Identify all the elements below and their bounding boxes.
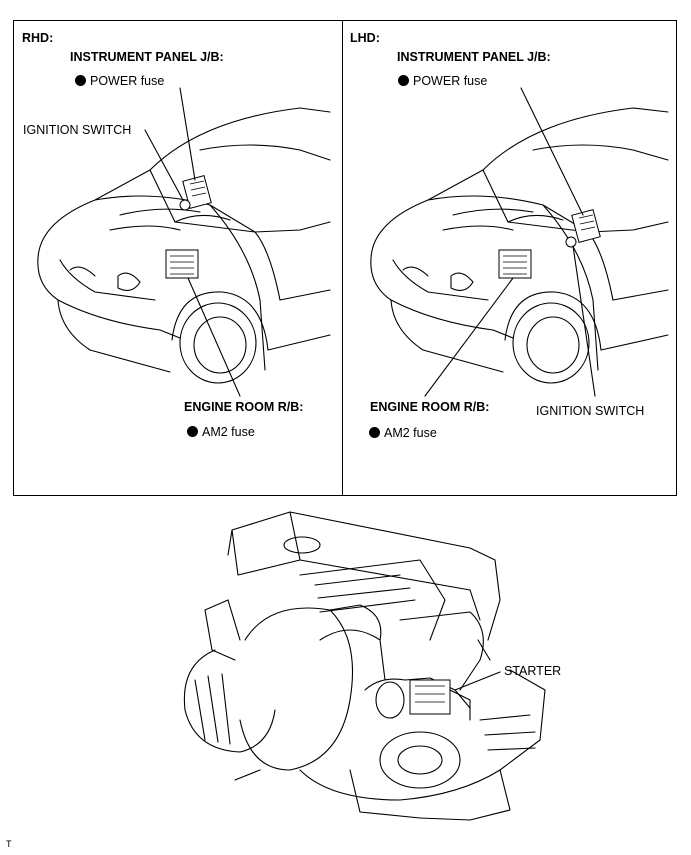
starter-label: STARTER (504, 664, 562, 678)
rhd-title: RHD: (22, 31, 54, 45)
lhd-instrument-panel-label: INSTRUMENT PANEL J/B: (397, 50, 551, 64)
rhd-ignition-switch-label: IGNITION SWITCH (23, 123, 132, 137)
lhd-am2-fuse-label: AM2 fuse (384, 426, 437, 440)
engine-illustration (183, 511, 546, 821)
lhd-car-illustration (370, 87, 669, 397)
bullet-icon (398, 75, 409, 86)
rhd-power-fuse-item: POWER fuse (75, 74, 164, 88)
lhd-am2-fuse-item: AM2 fuse (369, 426, 437, 440)
lhd-power-fuse-label: POWER fuse (413, 74, 488, 88)
rhd-power-fuse-label: POWER fuse (90, 74, 165, 88)
rhd-engine-room-label: ENGINE ROOM R/B: (184, 400, 304, 414)
bullet-icon (369, 427, 380, 438)
rhd-car-illustration (37, 87, 331, 397)
bullet-icon (75, 75, 86, 86)
bullet-icon (187, 426, 198, 437)
rhd-am2-fuse-label: AM2 fuse (202, 425, 255, 439)
lhd-ignition-switch-label: IGNITION SWITCH (536, 404, 645, 418)
footer-code: T (6, 839, 12, 849)
lhd-engine-room-label: ENGINE ROOM R/B: (370, 400, 490, 414)
lhd-title: LHD: (350, 31, 380, 45)
lhd-panel (342, 20, 677, 496)
lhd-power-fuse-item: POWER fuse (398, 74, 487, 88)
rhd-am2-fuse-item: AM2 fuse (187, 425, 255, 439)
rhd-instrument-panel-label: INSTRUMENT PANEL J/B: (70, 50, 224, 64)
